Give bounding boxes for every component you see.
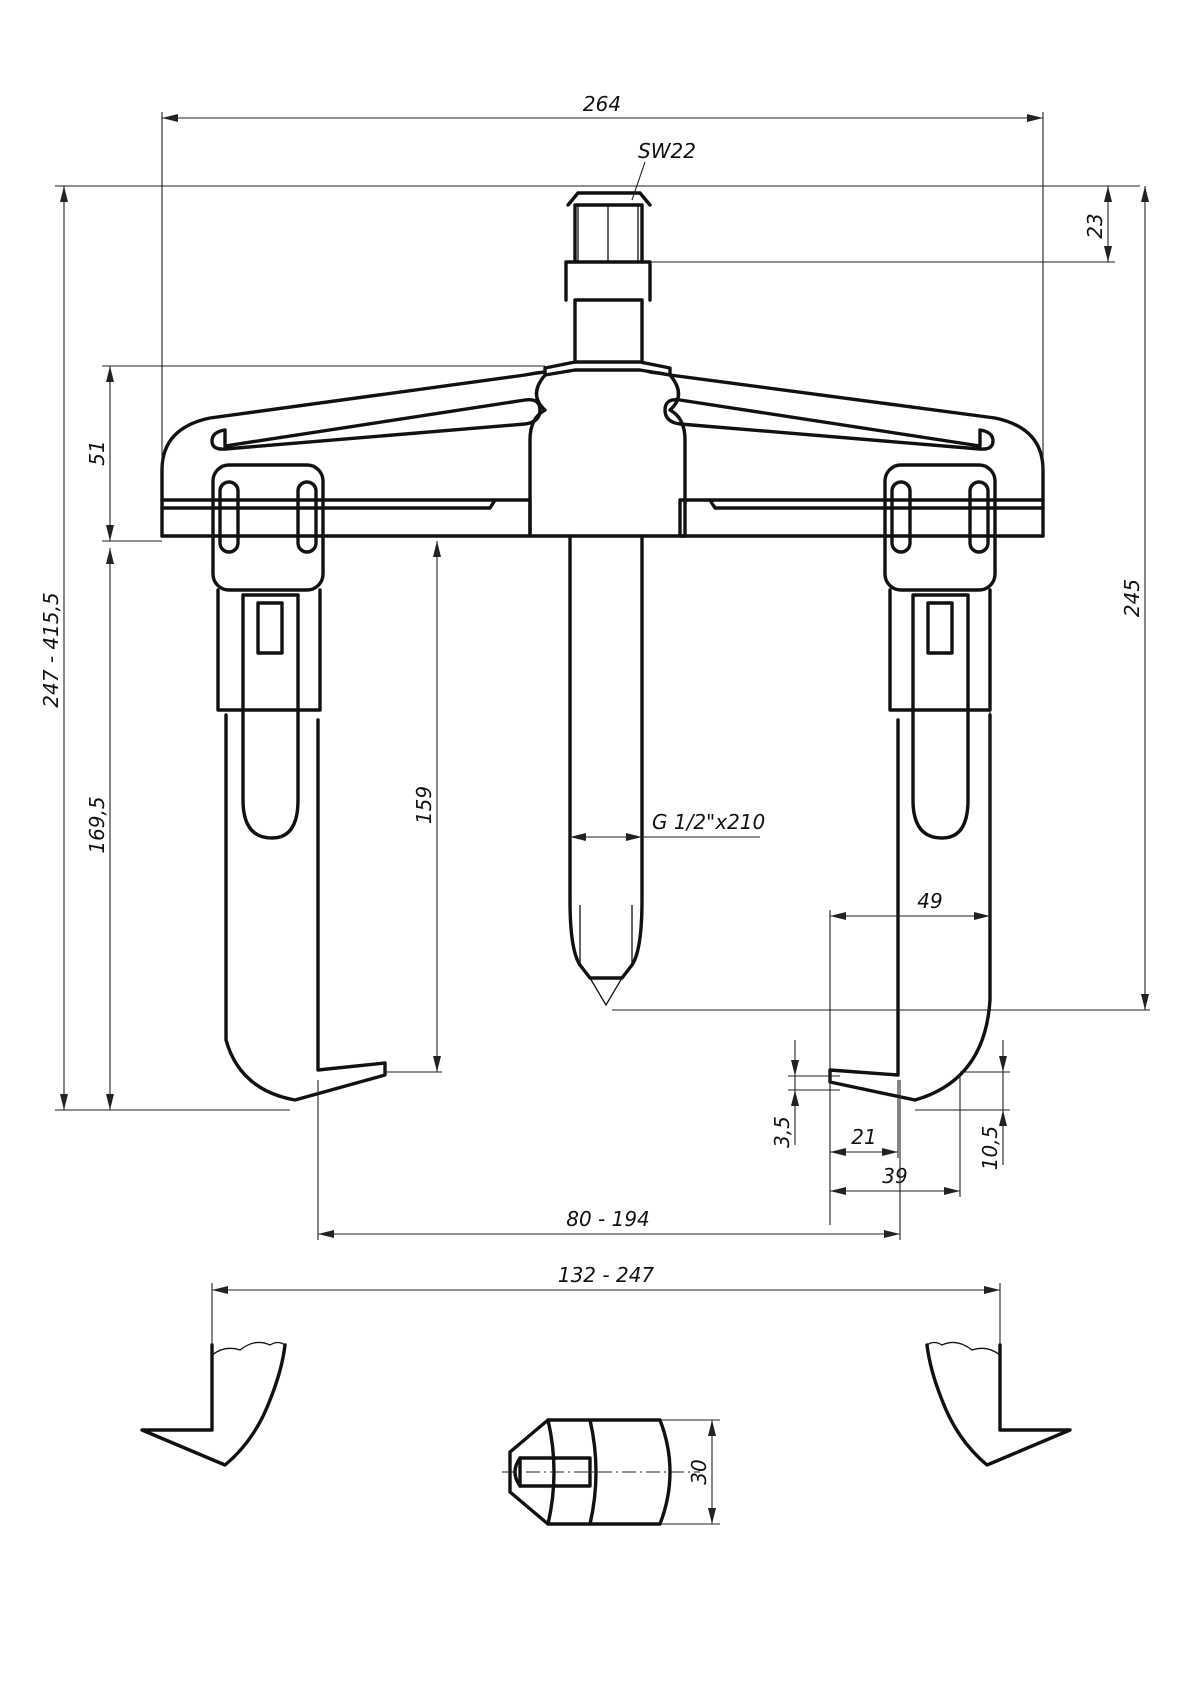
spindle xyxy=(564,191,652,1007)
dim-jaw-tip-10-5: 10,5 xyxy=(915,1040,1010,1170)
dim-overall-height: 245 xyxy=(612,186,1150,1011)
detail-right-jaw-tip xyxy=(925,1341,1072,1467)
dim-jaw-foot-21: 21 xyxy=(830,1080,899,1158)
dim-label-10-5: 10,5 xyxy=(978,1126,1002,1171)
left-jaw xyxy=(211,463,387,1102)
dim-label-23: 23 xyxy=(1083,213,1107,238)
dim-span-outer: 132 - 247 xyxy=(211,1263,1001,1345)
dim-label-245: 245 xyxy=(1120,579,1144,617)
dim-overall-width: 264 xyxy=(161,92,1044,470)
dim-jaw-foot-39: 39 xyxy=(830,1075,961,1197)
dim-label-39: 39 xyxy=(882,1164,907,1188)
dim-label-132-247: 132 - 247 xyxy=(558,1263,655,1287)
puller-crossbar xyxy=(160,360,1045,538)
dim-overall-height-range: 247 - 415,5 xyxy=(39,186,290,1111)
dim-label-159: 159 xyxy=(412,786,436,824)
dim-label-21: 21 xyxy=(851,1125,876,1149)
dim-label-30: 30 xyxy=(687,1459,711,1484)
dim-jaw-outer: 49 xyxy=(829,708,991,1225)
detail-left-jaw-tip xyxy=(140,1341,287,1467)
dim-label-49: 49 xyxy=(917,889,942,913)
right-jaw xyxy=(828,463,997,1102)
dim-label-247-415: 247 - 415,5 xyxy=(39,592,63,707)
dim-span-inner: 80 - 194 xyxy=(317,1080,901,1240)
dim-crossbar-height: 51 xyxy=(85,365,545,542)
dim-label-thread: G 1/2"x210 xyxy=(652,810,765,834)
detail-adapter: 30 xyxy=(502,1418,720,1526)
dim-label-80-194: 80 - 194 xyxy=(566,1207,650,1231)
dim-reach: 159 xyxy=(385,541,442,1073)
dim-label-264: 264 xyxy=(583,92,621,116)
dim-label-169-5: 169,5 xyxy=(85,796,109,853)
dim-spindle-thread: G 1/2"x210 xyxy=(570,810,765,841)
dim-nut-height: 23 xyxy=(55,185,1140,263)
dim-label-3-5: 3,5 xyxy=(770,1116,794,1148)
dim-jaw-tip-3-5: 3,5 xyxy=(770,1040,840,1148)
dim-label-51: 51 xyxy=(85,440,109,465)
dim-jaw-depth: 169,5 xyxy=(85,548,114,1110)
dim-wrench-size: SW22 xyxy=(631,139,696,201)
dim-label-sw22: SW22 xyxy=(638,139,696,163)
